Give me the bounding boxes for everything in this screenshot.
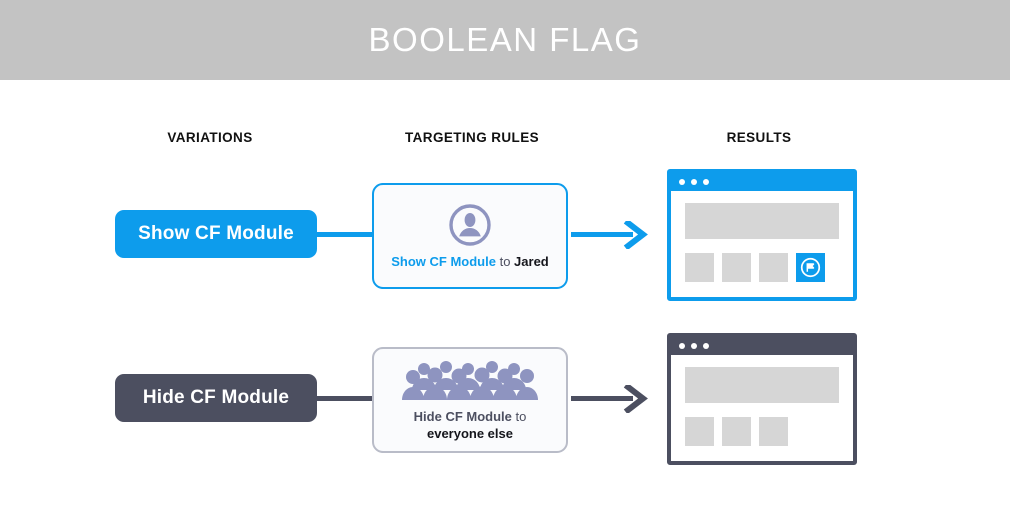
rule-audience: everyone else [426, 426, 513, 441]
window-dot-icon [679, 179, 685, 185]
content-tile [759, 253, 788, 282]
single-person-icon [448, 203, 492, 247]
result-browser-hide [667, 333, 857, 465]
connector-line [300, 396, 378, 401]
targeting-rule-card-show[interactable]: Show CF Module to Jared [372, 183, 568, 289]
flow-arrow-hide [571, 382, 651, 415]
rule-description-hide: Hide CF Module to everyone else [414, 408, 527, 442]
column-header-results: RESULTS [726, 130, 792, 145]
rule-connector-word: to [515, 409, 527, 424]
content-tile [759, 417, 788, 446]
browser-titlebar [671, 337, 853, 355]
content-tile [722, 417, 751, 446]
content-placeholder-block [685, 367, 839, 403]
browser-body [671, 191, 853, 297]
result-browser-show [667, 169, 857, 301]
browser-body [671, 355, 853, 461]
rule-audience: Jared [514, 253, 549, 269]
content-tile [722, 253, 751, 282]
browser-titlebar [671, 173, 853, 191]
content-tile-row [685, 417, 839, 446]
content-tile-row [685, 253, 839, 282]
flow-row-hide: Hide CF Module [0, 329, 1010, 499]
cf-module-flag-icon [800, 257, 821, 278]
flow-arrow-show [571, 218, 651, 251]
content-placeholder-block [685, 203, 839, 239]
window-dot-icon [691, 343, 697, 349]
window-dot-icon [703, 179, 709, 185]
flow-row-show: Show CF Module Show CF Module to Jared [0, 165, 1010, 335]
targeting-rule-card-hide[interactable]: Hide CF Module to everyone else [372, 347, 568, 453]
rule-description-show: Show CF Module to Jared [391, 253, 549, 270]
column-header-variations: VARIATIONS [167, 130, 253, 145]
rule-flag-label: Show CF Module [391, 253, 496, 269]
rule-connector-word: to [499, 253, 511, 269]
window-dot-icon [691, 179, 697, 185]
window-dot-icon [703, 343, 709, 349]
connector-line [300, 232, 378, 237]
header-bar: BOOLEAN FLAG [0, 0, 1010, 80]
rule-flag-label: Hide CF Module [413, 409, 512, 424]
group-of-people-icon [402, 358, 538, 402]
content-tile [685, 417, 714, 446]
page-title: BOOLEAN FLAG [368, 21, 642, 58]
cf-module-tile[interactable] [796, 253, 825, 282]
window-dot-icon [679, 343, 685, 349]
variation-pill-show[interactable]: Show CF Module [115, 210, 317, 258]
column-header-targeting-rules: TARGETING RULES [405, 130, 539, 145]
variation-pill-hide[interactable]: Hide CF Module [115, 374, 317, 422]
content-tile [685, 253, 714, 282]
